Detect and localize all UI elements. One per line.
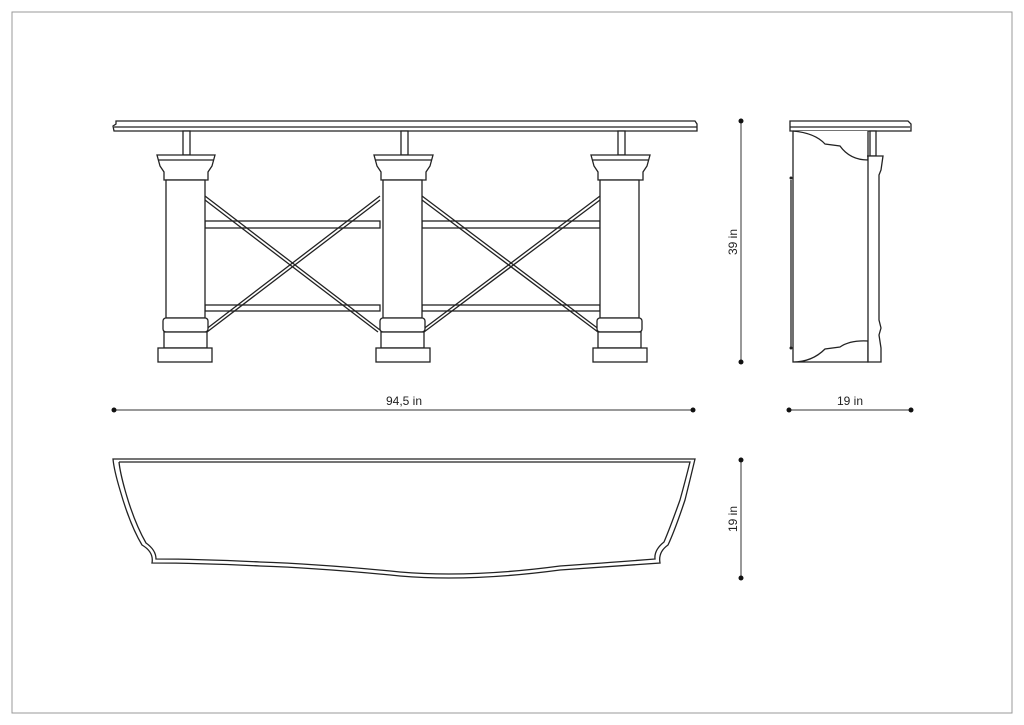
dimension-length: 94,5 in xyxy=(111,394,696,413)
top-view xyxy=(112,458,696,579)
drawing-frame xyxy=(11,11,1013,714)
side-depth-label: 19 in xyxy=(837,394,863,408)
side-top xyxy=(789,120,912,132)
length-label: 94,5 in xyxy=(386,394,422,408)
front-view xyxy=(112,120,698,363)
cross-braces xyxy=(204,195,601,333)
column-center xyxy=(373,130,434,363)
height-label: 39 in xyxy=(726,229,740,255)
column-left xyxy=(156,130,216,363)
table-top xyxy=(112,120,698,132)
dimension-height: 39 in xyxy=(726,118,744,365)
dimension-top-depth: 19 in xyxy=(726,457,744,581)
top-depth-label: 19 in xyxy=(726,506,740,532)
dimension-side-depth: 19 in xyxy=(786,394,914,413)
side-view xyxy=(789,120,912,363)
column-right xyxy=(590,130,651,363)
